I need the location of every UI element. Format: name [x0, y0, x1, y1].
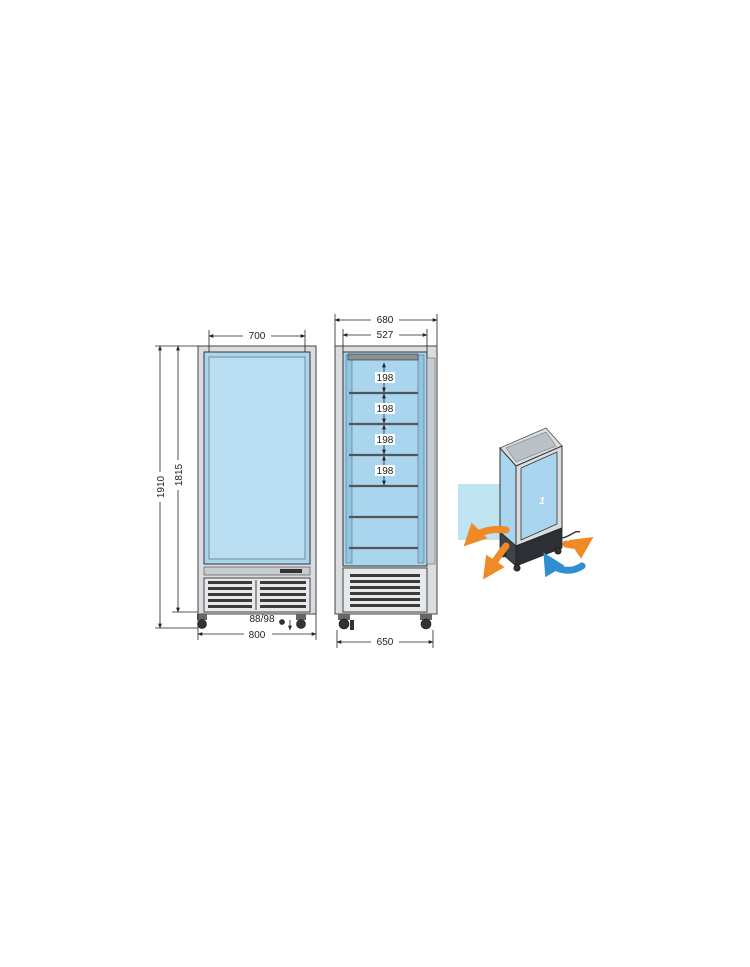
front-vent-grille: [208, 580, 306, 610]
cabinet-front-glass: [520, 451, 558, 541]
dim-foot-height: 88/98: [249, 614, 274, 625]
airflow-out-left-arrow: [463, 522, 510, 547]
shelf-spacing-1: 198: [377, 373, 394, 384]
display-panel: [280, 569, 302, 573]
front-view: 700 1910 1815 88/98 800: [154, 330, 317, 641]
dim-glass-height: 1815: [174, 463, 185, 486]
front-wheels: [197, 614, 306, 629]
perspective-view: 1: [458, 427, 594, 580]
cabinet-base-front: [515, 527, 563, 567]
shelf-spacing-2: 198: [377, 404, 394, 415]
dim-side-inner-width: 527: [377, 330, 394, 341]
dim-side-base-width: 650: [377, 637, 394, 648]
door-number: 1: [539, 496, 545, 507]
side-glass-interior: [342, 351, 428, 567]
shelves: [349, 391, 418, 550]
shelf-spacing-4: 198: [377, 466, 394, 477]
dim-total-height: 1910: [156, 475, 167, 498]
airflow-out-down-arrow: [483, 542, 510, 580]
control-panel: [203, 566, 311, 576]
side-door-profile: [426, 357, 436, 565]
dim-base-width: 800: [249, 630, 266, 641]
shelf-spacing-3: 198: [377, 435, 394, 446]
airflow-out-right-arrow: [562, 537, 594, 559]
power-cord: [561, 530, 581, 539]
front-glass-pane: [208, 356, 306, 560]
airflow-in-arrow: [543, 552, 586, 578]
shelf-spacing-dims: 198 198 198 198: [375, 362, 395, 486]
top-light: [347, 353, 419, 361]
side-view: 198 198 198 198: [334, 314, 438, 648]
dim-side-outer-width: 680: [377, 315, 394, 326]
side-wheels: [338, 614, 432, 630]
dim-top-width: 700: [249, 331, 266, 342]
side-vent-grille: [350, 574, 420, 607]
